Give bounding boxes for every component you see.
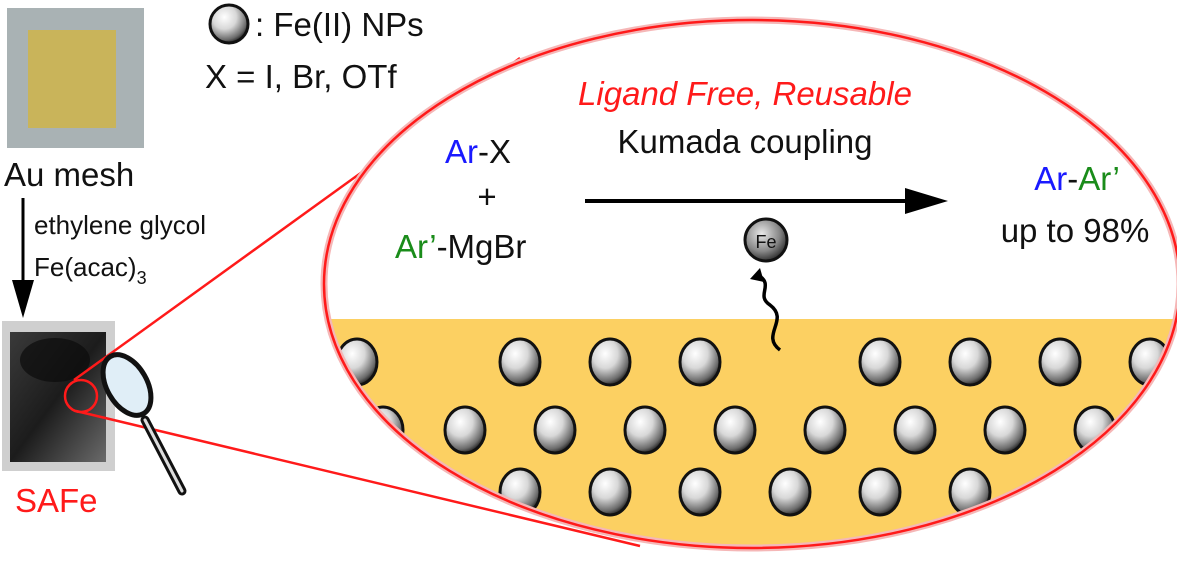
fe-nanoparticle [858, 337, 902, 387]
reactant-ar-x: Ar-X [445, 133, 511, 170]
product-ar-prime: Ar’ [1078, 160, 1120, 197]
fe-nanoparticle-legend-icon [208, 3, 250, 45]
safe-label: SAFe [15, 482, 98, 519]
condition-ethylene-glycol: ethylene glycol [34, 210, 206, 240]
au-mesh-photo [7, 8, 144, 148]
fe-nanoparticle [498, 337, 542, 387]
fe-acac-main: Fe(acac) [34, 252, 137, 282]
fe-nanoparticle [678, 467, 722, 517]
fe-nanoparticle [678, 337, 722, 387]
safe-photo [2, 321, 115, 471]
fe-nanoparticle [443, 405, 487, 455]
fe-nanoparticle [713, 405, 757, 455]
reactant-ar: Ar [445, 133, 478, 170]
au-mesh-label: Au mesh [4, 156, 134, 193]
fe-acac-subscript: 3 [137, 268, 147, 288]
wavy-arrow-icon [750, 268, 782, 352]
fe-nanoparticle [623, 405, 667, 455]
kumada-coupling-label: Kumada coupling [617, 123, 872, 160]
reactant-mgbr: -MgBr [437, 228, 527, 265]
product-dash: - [1067, 160, 1078, 197]
fe-nanoparticle [533, 405, 577, 455]
fe-nanoparticle [768, 467, 812, 517]
fe-nanoparticle [893, 405, 937, 455]
fe-particle-label: Fe [755, 232, 776, 252]
fe-nanoparticle [983, 405, 1027, 455]
legend-x-definition: X = I, Br, OTf [205, 58, 397, 95]
fe-nanoparticle [948, 337, 992, 387]
product-ar: Ar [1034, 160, 1067, 197]
reactant-ar-prime: Ar’ [395, 228, 437, 265]
yield-label: up to 98% [1001, 212, 1150, 249]
reactant-grignard: Ar’-MgBr [395, 228, 526, 265]
fe-nanoparticle [858, 467, 902, 517]
ligand-free-reusable-headline: Ligand Free, Reusable [578, 75, 912, 112]
legend-fe-nps: : Fe(II) NPs [255, 6, 424, 43]
reaction-arrow-icon [585, 188, 948, 214]
product-ar-ar: Ar-Ar’ [1034, 160, 1120, 197]
fe-nanoparticle [588, 467, 632, 517]
fe-leaching-particle-icon [743, 217, 789, 263]
fe-nanoparticle [588, 337, 632, 387]
condition-fe-acac: Fe(acac)3 [34, 252, 147, 288]
magnifier-icon [100, 352, 187, 496]
down-arrow-icon [12, 198, 34, 318]
fe-nanoparticle [803, 405, 847, 455]
reactant-x: -X [478, 133, 511, 170]
plus-sign: + [477, 178, 496, 215]
fe-nanoparticle [1038, 337, 1082, 387]
